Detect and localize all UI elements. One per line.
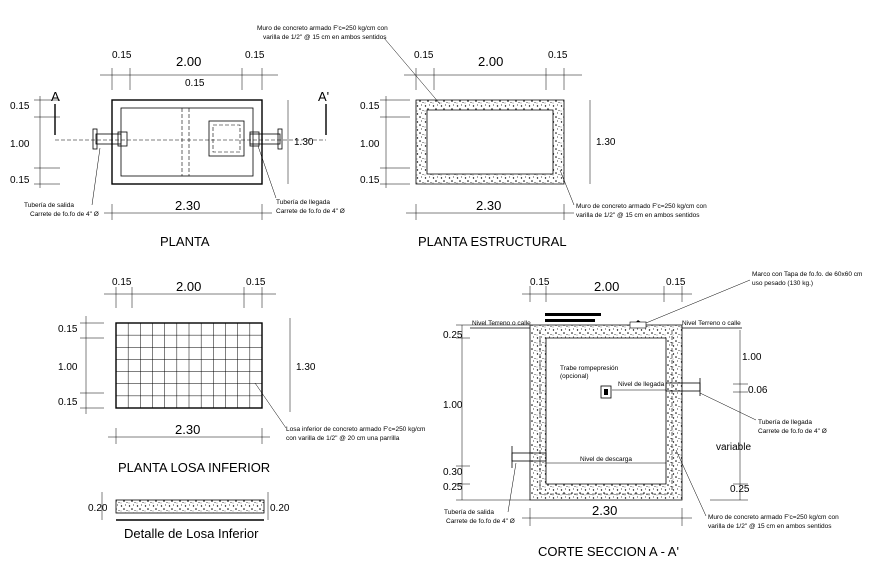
planta-dim-left-bot: 0.15 xyxy=(10,175,30,186)
corte-nivel-terreno-right: Nivel Terreno o calle xyxy=(682,320,741,327)
losa-dim-top-right: 0.15 xyxy=(246,277,266,288)
estructural-dim-top-mid: 2.00 xyxy=(478,54,503,69)
corte-trabe-2: (opcional) xyxy=(560,373,589,380)
corte-salida-2: Carrete de fo.fo de 4" Ø xyxy=(446,518,515,525)
corte-nivel-llegada: Nivel de llegada xyxy=(618,381,665,388)
corte-dim-top-right: 0.15 xyxy=(666,277,686,288)
losa-title: PLANTA LOSA INFERIOR xyxy=(118,460,270,475)
corte-dim-right-3: variable xyxy=(716,442,751,453)
corte-dim-left-4: 0.25 xyxy=(443,482,463,493)
planta-dim-left-top: 0.15 xyxy=(10,101,30,112)
planta-section-a: A xyxy=(51,89,60,104)
corte-muro-2: varilla de 1/2" @ 15 cm en ambos sentido… xyxy=(708,523,832,530)
planta-view: 0.15 2.00 0.15 0.15 0.15 1.00 0.15 A A' xyxy=(10,50,345,249)
planta-note-salida-2: Carrete de fo.fo de 4" Ø xyxy=(30,211,99,218)
corte-dim-right-4: 0.25 xyxy=(730,484,750,495)
corte-dim-left-1: 0.25 xyxy=(443,330,463,341)
estructural-dim-bottom: 2.30 xyxy=(476,198,501,213)
planta-section-a2: A' xyxy=(318,89,329,104)
corte-dim-right-1: 1.00 xyxy=(742,352,762,363)
corte-llegada-1: Tubería de llegada xyxy=(758,419,812,426)
losa-dim-top-left: 0.15 xyxy=(112,277,132,288)
estructural-dim-left-top: 0.15 xyxy=(360,101,380,112)
losa-dim-left-bot: 0.15 xyxy=(58,397,78,408)
detalle-title: Detalle de Losa Inferior xyxy=(124,526,259,541)
estructural-dim-right: 1.30 xyxy=(596,137,616,148)
corte-llegada-2: Carrete de fo.fo de 4" Ø xyxy=(758,428,827,435)
planta-note-llegada-1: Tubería de llegada xyxy=(276,199,330,206)
corte-marco-2: uso pesado (130 kg.) xyxy=(752,280,813,287)
detalle-dim-left: 0.20 xyxy=(88,503,108,514)
planta-losa-view: 0.15 2.00 0.15 0.15 1.00 0.15 1.30 2.30 … xyxy=(58,277,425,475)
planta-dim-left-mid: 1.00 xyxy=(10,139,30,150)
estructural-dim-top-left: 0.15 xyxy=(414,50,434,61)
corte-dim-left-2: 1.00 xyxy=(443,400,463,411)
estructural-note-top-2: varilla de 1/2" @ 15 cm en ambos sentido… xyxy=(263,34,387,41)
corte-dim-bottom: 2.30 xyxy=(592,503,617,518)
planta-dim-top-left: 0.15 xyxy=(112,50,132,61)
corte-muro-1: Muro de concreto armado F'c=250 kg/cm co… xyxy=(708,514,839,521)
estructural-note-bot-2: varilla de 1/2" @ 15 cm en ambos sentido… xyxy=(576,212,700,219)
planta-estructural-view: 0.15 2.00 0.15 0.15 1.00 0.15 1.30 2.30 … xyxy=(257,25,707,249)
corte-salida-1: Tubería de salida xyxy=(444,509,494,516)
planta-note-salida-1: Tubería de salida xyxy=(24,202,74,209)
corte-nivel-terreno-left: Nivel Terreno o calle xyxy=(472,320,531,327)
losa-dim-bottom: 2.30 xyxy=(175,422,200,437)
planta-dim-top-right: 0.15 xyxy=(245,50,265,61)
corte-dim-right-2: 0.06 xyxy=(748,385,768,396)
corte-view: 0.15 2.00 0.15 Marco con Tapa de fo.fo. … xyxy=(443,271,862,559)
losa-dim-left-top: 0.15 xyxy=(58,324,78,335)
detalle-view: 0.20 0.20 Detalle de Losa Inferior xyxy=(88,492,290,541)
estructural-dim-left-bot: 0.15 xyxy=(360,175,380,186)
estructural-dim-left-mid: 1.00 xyxy=(360,139,380,150)
planta-title: PLANTA xyxy=(160,234,210,249)
corte-dim-top-left: 0.15 xyxy=(530,277,550,288)
corte-nivel-descarga: Nivel de descarga xyxy=(580,456,632,463)
losa-note-1: Losa inferior de concreto armado F'c=250… xyxy=(286,426,425,433)
estructural-title: PLANTA ESTRUCTURAL xyxy=(418,234,567,249)
corte-trabe-1: Trabe rompepresión xyxy=(560,365,619,372)
planta-note-llegada-2: Carrete de fo.fo de 4" Ø xyxy=(276,208,345,215)
losa-note-2: con varilla de 1/2" @ 20 cm una parrilla xyxy=(286,435,400,442)
detalle-dim-right: 0.20 xyxy=(270,503,290,514)
losa-reinforcement-grid xyxy=(116,323,262,408)
losa-dim-right: 1.30 xyxy=(296,362,316,373)
corte-dim-top-mid: 2.00 xyxy=(594,279,619,294)
estructural-dim-top-right: 0.15 xyxy=(548,50,568,61)
corte-marco-1: Marco con Tapa de fo.fo. de 60x60 cm xyxy=(752,271,862,278)
losa-dim-top-mid: 2.00 xyxy=(176,279,201,294)
estructural-note-top-1: Muro de concreto armado F'c=250 kg/cm co… xyxy=(257,25,388,32)
planta-dim-top-mid: 2.00 xyxy=(176,54,201,69)
planta-dim-bottom: 2.30 xyxy=(175,198,200,213)
planta-dim-inner: 0.15 xyxy=(185,78,205,89)
planta-dim-right: 1.30 xyxy=(294,137,314,148)
losa-dim-left-mid: 1.00 xyxy=(58,362,78,373)
corte-dim-left-3: 0.30 xyxy=(443,467,463,478)
estructural-note-bot-1: Muro de concreto armado F'c=250 kg/cm co… xyxy=(576,203,707,210)
corte-title: CORTE SECCION A - A' xyxy=(538,544,679,559)
